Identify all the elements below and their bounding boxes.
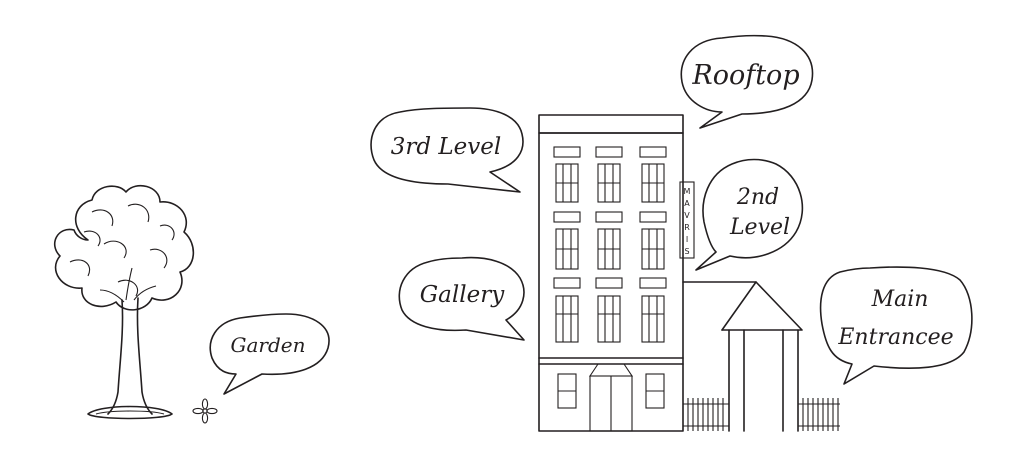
second-level-callout: 2nd Level (695, 158, 804, 271)
tree-illustration (54, 184, 195, 420)
sign-letter: M (684, 187, 691, 196)
second-level-label-line1: 2nd (736, 185, 779, 210)
gallery-label: Gallery (420, 282, 505, 308)
main-entrance-callout: Main Entrancee (819, 266, 973, 385)
rooftop-callout: Rooftop (680, 34, 814, 129)
ground-floor-storefront (557, 363, 665, 432)
garden-callout: Garden (209, 313, 330, 395)
gallery-callout: Gallery (398, 256, 525, 341)
second-level-label-line2: Level (729, 215, 790, 240)
sign-letter: S (684, 247, 689, 256)
flower-icon (192, 398, 218, 424)
sign-letter: R (684, 223, 690, 232)
third-level-label: 3rd Level (391, 134, 502, 160)
main-entrance-label-line2: Entrancee (837, 325, 953, 350)
sign-letter: V (684, 211, 690, 220)
window-row-second-level (553, 211, 667, 270)
main-entrance-canopy (682, 281, 803, 432)
sign-letter: A (684, 199, 690, 208)
building-windows (553, 146, 667, 432)
sign-letter: I (686, 235, 688, 244)
main-entrance-label-line1: Main (871, 287, 929, 312)
rooftop-label: Rooftop (691, 60, 799, 91)
third-level-callout: 3rd Level (370, 107, 524, 193)
iron-fence (683, 398, 840, 431)
window-row-third-level (553, 146, 667, 203)
building-name-sign: M A V R I S (679, 181, 695, 259)
garden-label: Garden (231, 333, 306, 357)
window-row-gallery-level (553, 277, 667, 343)
